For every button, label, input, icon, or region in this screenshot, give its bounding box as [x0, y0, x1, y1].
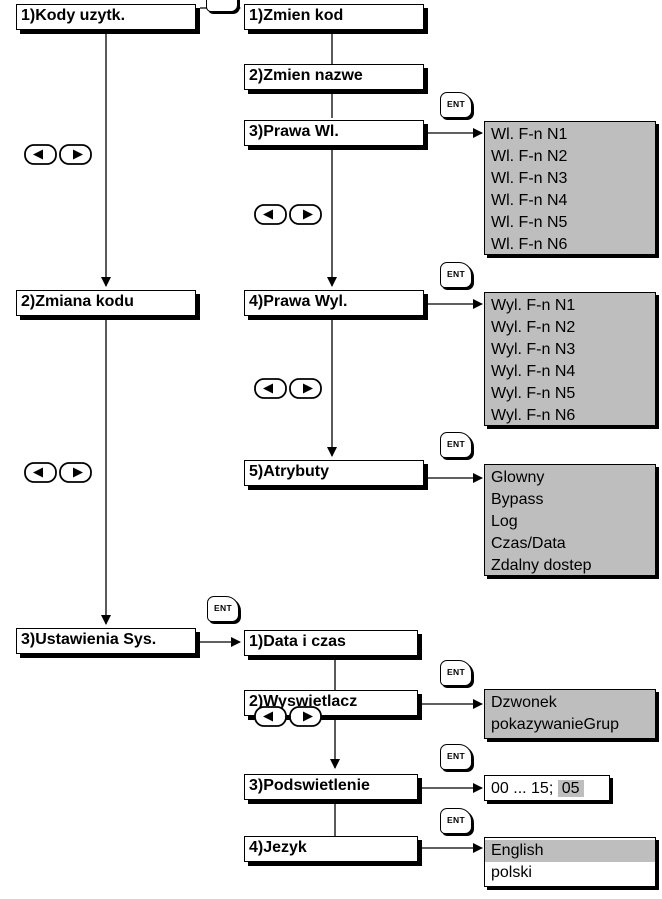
enter-key-icon: ENT: [440, 262, 472, 288]
option-item[interactable]: Wl. F-n N3: [491, 170, 568, 187]
option-item[interactable]: polski: [491, 864, 532, 881]
option-item[interactable]: Wl. F-n N1: [491, 126, 568, 143]
option-item[interactable]: Wyl. F-n N3: [491, 341, 576, 358]
option-item[interactable]: English: [485, 840, 655, 862]
backlight-value[interactable]: 05: [557, 780, 584, 797]
enter-key-icon: ENT: [440, 432, 472, 458]
option-item[interactable]: Bypass: [491, 491, 544, 508]
left-right-arrow-keys-icon: [254, 376, 324, 402]
option-item[interactable]: Wyl. F-n N2: [491, 319, 576, 336]
menu-attributes[interactable]: 5)Atrybuty: [244, 460, 424, 486]
option-item[interactable]: Wl. F-n N5: [491, 214, 568, 231]
enter-key-icon: ENT: [440, 92, 472, 118]
option-item[interactable]: Glowny: [491, 469, 545, 486]
left-right-arrow-keys-icon: [254, 704, 324, 730]
menu-change-user-code[interactable]: 1)Zmien kod: [244, 4, 424, 30]
menu-users-codes[interactable]: 1)Kody uzytk.: [16, 4, 196, 30]
display-options: Dzwonek pokazywanieGrup: [484, 689, 656, 739]
enter-key-icon: ENT: [440, 660, 472, 686]
option-item[interactable]: Wl. F-n N6: [491, 236, 568, 253]
enter-key-icon: ENT: [440, 808, 472, 834]
option-item[interactable]: Wyl. F-n N5: [491, 385, 576, 402]
option-item[interactable]: pokazywanieGrup: [491, 716, 620, 733]
menu-off-rights[interactable]: 4)Prawa Wyl.: [244, 290, 424, 316]
menu-language[interactable]: 4)Jezyk: [244, 836, 418, 862]
left-right-arrow-keys-icon: [24, 142, 94, 168]
enter-key-icon: ENT: [207, 596, 239, 622]
menu-change-code[interactable]: 2)Zmiana kodu: [16, 290, 196, 316]
option-item[interactable]: Log: [491, 513, 518, 530]
backlight-range: 00 ... 15;: [491, 780, 558, 797]
backlight-setting: 00 ... 15; 05: [484, 775, 610, 801]
option-item[interactable]: Wyl. F-n N6: [491, 407, 576, 424]
menu-system-settings[interactable]: 3)Ustawienia Sys.: [16, 628, 196, 654]
language-options: English polski: [484, 837, 656, 887]
option-item[interactable]: Wl. F-n N4: [491, 192, 568, 209]
enter-key-icon: ENT: [440, 744, 472, 770]
option-item[interactable]: Wyl. F-n N4: [491, 363, 576, 380]
option-item[interactable]: Wyl. F-n N1: [491, 297, 576, 314]
option-item[interactable]: Dzwonek: [491, 694, 557, 711]
left-right-arrow-keys-icon: [254, 202, 324, 228]
option-item[interactable]: Zdalny dostep: [491, 557, 592, 574]
on-rights-options: Wl. F-n N1 Wl. F-n N2 Wl. F-n N3 Wl. F-n…: [484, 121, 656, 255]
menu-backlight[interactable]: 3)Podswietlenie: [244, 774, 418, 800]
off-rights-options: Wyl. F-n N1 Wyl. F-n N2 Wyl. F-n N3 Wyl.…: [484, 292, 656, 426]
menu-change-name[interactable]: 2)Zmien nazwe: [244, 64, 424, 90]
left-right-arrow-keys-icon: [24, 460, 94, 486]
enter-key-icon: [206, 0, 238, 12]
option-item[interactable]: Wl. F-n N2: [491, 148, 568, 165]
menu-date-time[interactable]: 1)Data i czas: [244, 630, 418, 656]
option-item[interactable]: Czas/Data: [491, 535, 566, 552]
menu-on-rights[interactable]: 3)Prawa Wl.: [244, 120, 424, 146]
attribute-options: Glowny Bypass Log Czas/Data Zdalny doste…: [484, 464, 656, 576]
